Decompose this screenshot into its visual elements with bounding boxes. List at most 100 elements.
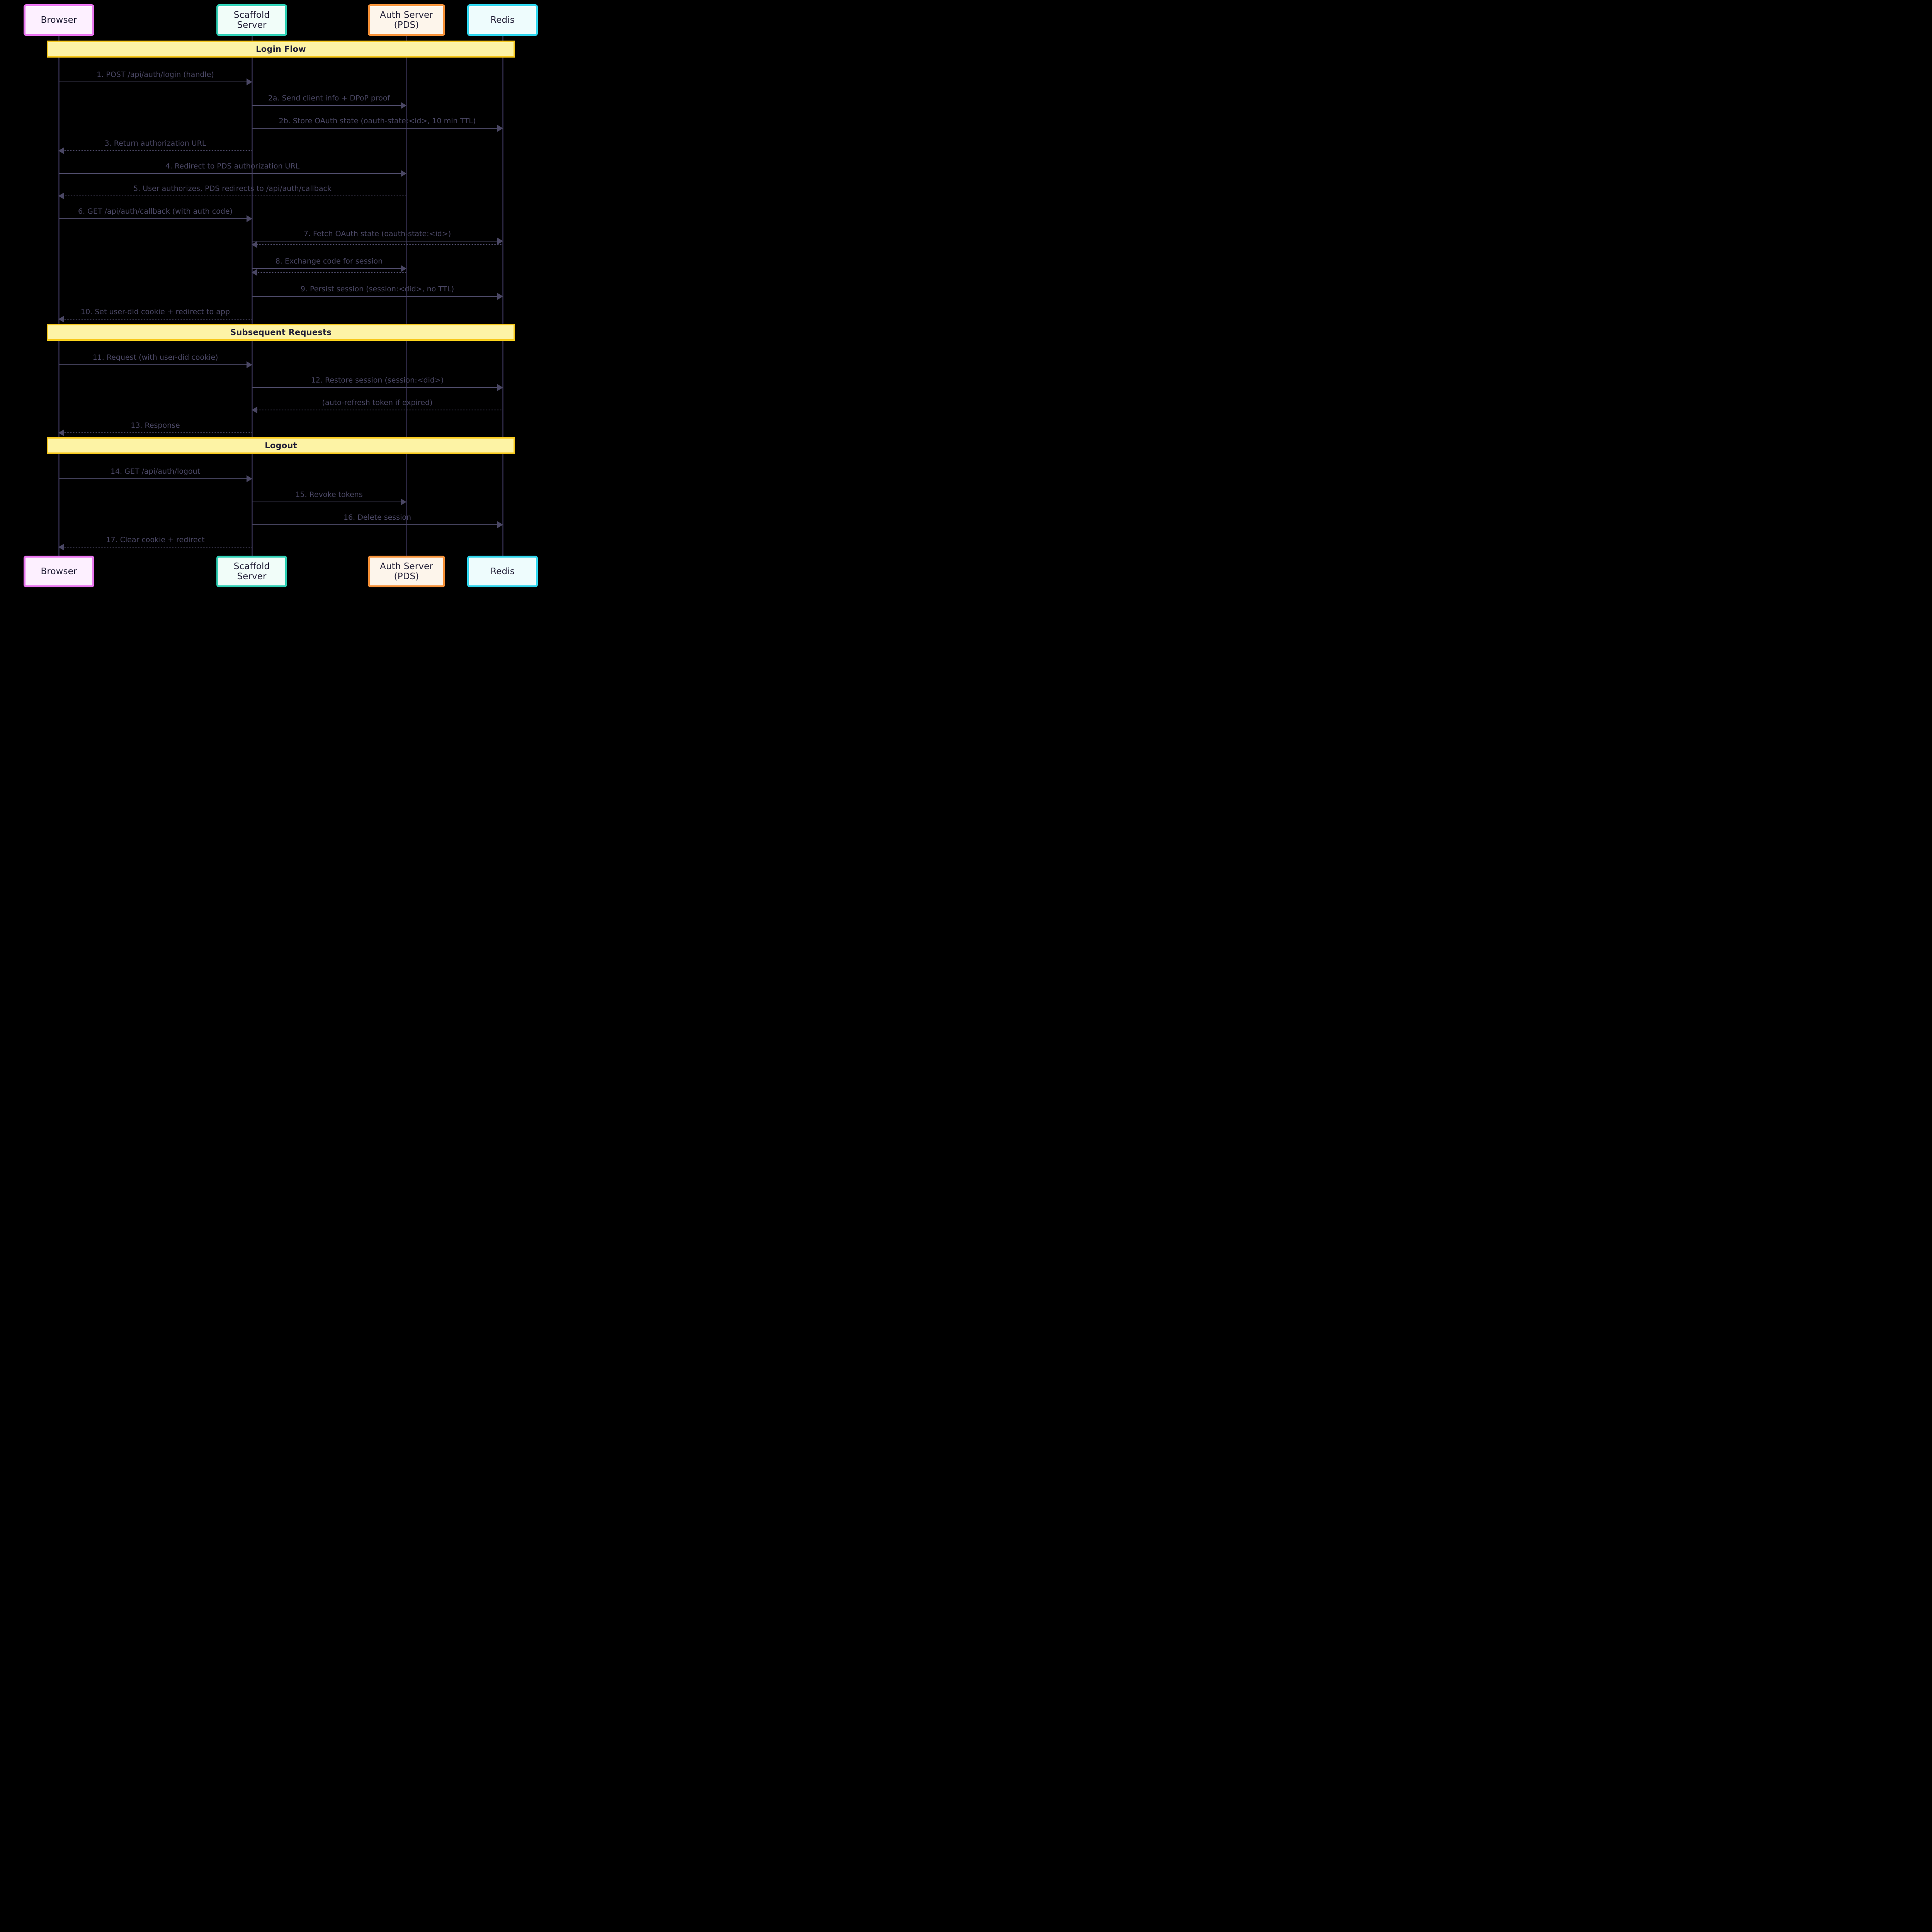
message-8: 8. Exchange code for session (252, 250, 406, 272)
message-17-line (59, 547, 252, 548)
sequence-diagram-canvas: Browser Scaffold Server Auth Server (PDS… (0, 0, 563, 606)
message-2b-label: 2b. Store OAuth state (oauth-state:<id>,… (279, 117, 476, 126)
message-2b-line (252, 128, 502, 129)
message-15: 15. Revoke tokens (252, 484, 406, 505)
message-2a-label: 2a. Send client info + DPoP proof (268, 94, 390, 103)
message-14: 14. GET /api/auth/logout (59, 461, 252, 482)
message-7: 7. Fetch OAuth state (oauth-state:<id>) (252, 223, 503, 245)
message-7-arrowhead-icon (497, 238, 503, 245)
message-1: 1. POST /api/auth/login (handle) (59, 64, 252, 85)
message-8-line (252, 268, 406, 269)
message-3-line (59, 150, 252, 151)
message-6: 6. GET /api/auth/callback (with auth cod… (59, 201, 252, 222)
section-label-login-flow: Login Flow (256, 44, 306, 54)
message-9-label: 9. Persist session (session:<did>, no TT… (300, 285, 454, 294)
message-7-line (252, 241, 502, 242)
message-4-arrowhead-icon (401, 170, 406, 177)
message-16: 16. Delete session (252, 507, 503, 528)
participant-scaffold-top[interactable]: Scaffold Server (216, 4, 287, 36)
message-13-line (59, 432, 252, 433)
message-6-line (59, 218, 252, 219)
message-11-arrowhead-icon (247, 361, 252, 368)
message-auto-refresh-arrowhead-icon (252, 406, 257, 413)
message-9-arrowhead-icon (497, 293, 503, 300)
message-3-arrowhead-icon (58, 147, 64, 154)
participant-label-auth-bottom: Auth Server (PDS) (380, 561, 433, 582)
lifeline-scaffold (252, 36, 253, 556)
message-2a: 2a. Send client info + DPoP proof (252, 87, 406, 109)
section-label-subsequent-requests: Subsequent Requests (230, 328, 332, 337)
message-16-arrowhead-icon (497, 521, 503, 528)
message-10-line (59, 319, 252, 320)
participant-redis-bottom[interactable]: Redis (467, 556, 538, 587)
message-13: 13. Response (58, 415, 252, 436)
section-band-login-flow: Login Flow (47, 41, 515, 58)
message-7-return-line (252, 244, 502, 245)
message-10-arrowhead-icon (58, 316, 64, 323)
participant-label-scaffold-bottom: Scaffold Server (233, 561, 270, 582)
message-8-arrowhead-icon (401, 265, 406, 272)
message-12: 12. Restore session (session:<did>) (252, 369, 503, 391)
message-10-label: 10. Set user-did cookie + redirect to ap… (80, 308, 230, 316)
message-17-label: 17. Clear cookie + redirect (106, 536, 205, 544)
message-8-return (252, 263, 406, 276)
lifeline-browser (58, 36, 60, 556)
message-7-label: 7. Fetch OAuth state (oauth-state:<id>) (303, 230, 451, 238)
message-8-return-line (252, 272, 406, 273)
message-7-return-arrowhead-icon (252, 241, 257, 248)
message-17: 17. Clear cookie + redirect (58, 529, 252, 551)
message-3-label: 3. Return authorization URL (104, 139, 206, 148)
message-1-label: 1. POST /api/auth/login (handle) (97, 70, 214, 79)
message-5-label: 5. User authorizes, PDS redirects to /ap… (133, 184, 332, 193)
message-17-arrowhead-icon (58, 544, 64, 551)
message-11-label: 11. Request (with user-did cookie) (92, 353, 218, 362)
participant-redis-top[interactable]: Redis (467, 4, 538, 36)
message-15-arrowhead-icon (401, 498, 406, 505)
message-11-line (59, 364, 252, 365)
message-11: 11. Request (with user-did cookie) (59, 347, 252, 368)
message-6-label: 6. GET /api/auth/callback (with auth cod… (78, 207, 233, 216)
message-9-line (252, 296, 502, 297)
message-13-arrowhead-icon (58, 429, 64, 436)
message-14-label: 14. GET /api/auth/logout (110, 467, 201, 476)
message-2b: 2b. Store OAuth state (oauth-state:<id>,… (252, 110, 503, 132)
message-5-arrowhead-icon (58, 192, 64, 199)
message-4: 4. Redirect to PDS authorization URL (59, 155, 406, 177)
message-13-label: 13. Response (131, 421, 180, 430)
message-2b-arrowhead-icon (497, 125, 503, 132)
participant-browser-bottom[interactable]: Browser (24, 556, 94, 587)
message-7-return (252, 235, 502, 248)
section-label-logout: Logout (265, 441, 297, 450)
participant-label-scaffold-top: Scaffold Server (233, 10, 270, 30)
message-14-arrowhead-icon (247, 475, 252, 482)
message-4-line (59, 173, 406, 174)
message-2a-arrowhead-icon (401, 102, 406, 109)
message-14-line (59, 478, 252, 479)
message-1-arrowhead-icon (247, 78, 252, 85)
section-band-logout: Logout (47, 437, 515, 454)
message-16-line (252, 524, 502, 525)
participant-label-redis-bottom: Redis (490, 566, 515, 577)
participant-label-browser-bottom: Browser (41, 566, 77, 577)
message-12-label: 12. Restore session (session:<did>) (311, 376, 444, 385)
participant-label-browser-top: Browser (41, 15, 77, 25)
message-6-arrowhead-icon (247, 215, 252, 222)
message-12-line (252, 387, 502, 388)
section-band-subsequent-requests: Subsequent Requests (47, 324, 515, 341)
participant-label-auth-top: Auth Server (PDS) (380, 10, 433, 30)
participant-label-redis-top: Redis (490, 15, 515, 25)
message-3: 3. Return authorization URL (58, 133, 252, 154)
message-2a-line (252, 105, 406, 106)
participant-auth-top[interactable]: Auth Server (PDS) (368, 4, 445, 36)
participant-browser-top[interactable]: Browser (24, 4, 94, 36)
message-9: 9. Persist session (session:<did>, no TT… (252, 278, 503, 300)
message-15-label: 15. Revoke tokens (295, 490, 363, 499)
participant-scaffold-bottom[interactable]: Scaffold Server (216, 556, 287, 587)
participant-auth-bottom[interactable]: Auth Server (PDS) (368, 556, 445, 587)
message-8-label: 8. Exchange code for session (275, 257, 383, 266)
message-auto-refresh: (auto-refresh token if expired) (252, 392, 502, 413)
message-auto-refresh-label: (auto-refresh token if expired) (322, 398, 433, 407)
message-12-arrowhead-icon (497, 384, 503, 391)
message-16-label: 16. Delete session (343, 513, 412, 522)
message-10: 10. Set user-did cookie + redirect to ap… (58, 301, 252, 323)
